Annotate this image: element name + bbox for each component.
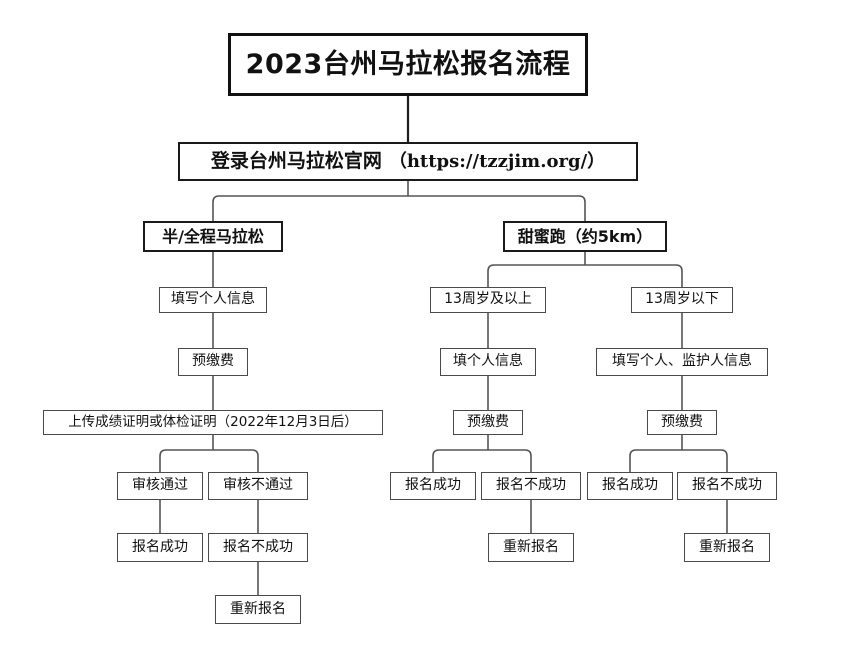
node-marathon-retry-label: 重新报名 <box>230 600 286 617</box>
node-branch-marathon-label: 半/全程马拉松 <box>162 226 264 246</box>
node-sweetrun-age-under-label: 13周岁以下 <box>645 291 719 308</box>
node-sweetrun-retry-under-label: 重新报名 <box>699 538 755 555</box>
node-marathon-prepay[interactable]: 预缴费 <box>178 348 248 376</box>
node-sweetrun-prepay-over[interactable]: 预缴费 <box>453 410 523 435</box>
node-sweetrun-failure-under-label: 报名不成功 <box>692 477 762 494</box>
node-sweetrun-fill-self[interactable]: 填个人信息 <box>440 348 536 376</box>
node-sweetrun-failure-over[interactable]: 报名不成功 <box>481 472 581 500</box>
node-marathon-signup-success-label: 报名成功 <box>132 538 188 555</box>
node-marathon-signup-success[interactable]: 报名成功 <box>117 533 203 562</box>
node-sweetrun-failure-over-label: 报名不成功 <box>496 477 566 494</box>
node-marathon-signup-failure-label: 报名不成功 <box>223 538 293 555</box>
node-login-url[interactable]: （https://tzzjim.org/） <box>388 150 606 172</box>
node-sweetrun-failure-under[interactable]: 报名不成功 <box>677 472 777 500</box>
node-login-label: 登录台州马拉松官网 <box>210 150 382 173</box>
node-sweetrun-success-over[interactable]: 报名成功 <box>390 472 476 500</box>
node-sweetrun-age-under[interactable]: 13周岁以下 <box>631 287 733 313</box>
node-sweetrun-age-over-label: 13周岁及以上 <box>444 291 532 308</box>
node-marathon-upload-label: 上传成绩证明或体检证明（2022年12月3日后） <box>68 414 358 431</box>
node-sweetrun-prepay-over-label: 预缴费 <box>467 413 509 430</box>
node-sweetrun-fill-guardian-label: 填写个人、监护人信息 <box>612 353 752 370</box>
node-title: 2023台州马拉松报名流程 <box>228 33 588 96</box>
node-marathon-signup-failure[interactable]: 报名不成功 <box>208 533 308 562</box>
node-sweetrun-retry-over[interactable]: 重新报名 <box>488 533 574 562</box>
node-sweetrun-fill-guardian[interactable]: 填写个人、监护人信息 <box>596 348 768 376</box>
node-marathon-prepay-label: 预缴费 <box>192 353 234 370</box>
node-sweetrun-success-under[interactable]: 报名成功 <box>587 472 673 500</box>
node-branch-marathon[interactable]: 半/全程马拉松 <box>143 221 283 252</box>
node-marathon-retry[interactable]: 重新报名 <box>215 595 301 624</box>
node-sweetrun-success-over-label: 报名成功 <box>405 477 461 494</box>
node-branch-sweetrun-label: 甜蜜跑（约5km） <box>517 226 653 246</box>
node-sweetrun-retry-over-label: 重新报名 <box>503 538 559 555</box>
node-marathon-review-fail-label: 审核不通过 <box>223 477 293 494</box>
node-sweetrun-prepay-under[interactable]: 预缴费 <box>647 410 717 435</box>
node-sweetrun-prepay-under-label: 预缴费 <box>661 413 703 430</box>
node-marathon-fill-info[interactable]: 填写个人信息 <box>159 287 267 313</box>
node-branch-sweetrun[interactable]: 甜蜜跑（约5km） <box>503 221 667 252</box>
node-sweetrun-success-under-label: 报名成功 <box>602 477 658 494</box>
node-sweetrun-fill-self-label: 填个人信息 <box>453 353 523 370</box>
node-sweetrun-retry-under[interactable]: 重新报名 <box>684 533 770 562</box>
node-login[interactable]: 登录台州马拉松官网 （https://tzzjim.org/） <box>178 142 638 181</box>
node-marathon-upload[interactable]: 上传成绩证明或体检证明（2022年12月3日后） <box>43 410 383 435</box>
node-sweetrun-age-over[interactable]: 13周岁及以上 <box>430 287 546 313</box>
node-title-label: 2023台州马拉松报名流程 <box>245 48 571 80</box>
node-marathon-fill-info-label: 填写个人信息 <box>171 291 255 308</box>
node-marathon-review-fail[interactable]: 审核不通过 <box>208 472 308 500</box>
node-marathon-review-pass[interactable]: 审核通过 <box>117 472 203 500</box>
node-marathon-review-pass-label: 审核通过 <box>132 477 188 494</box>
